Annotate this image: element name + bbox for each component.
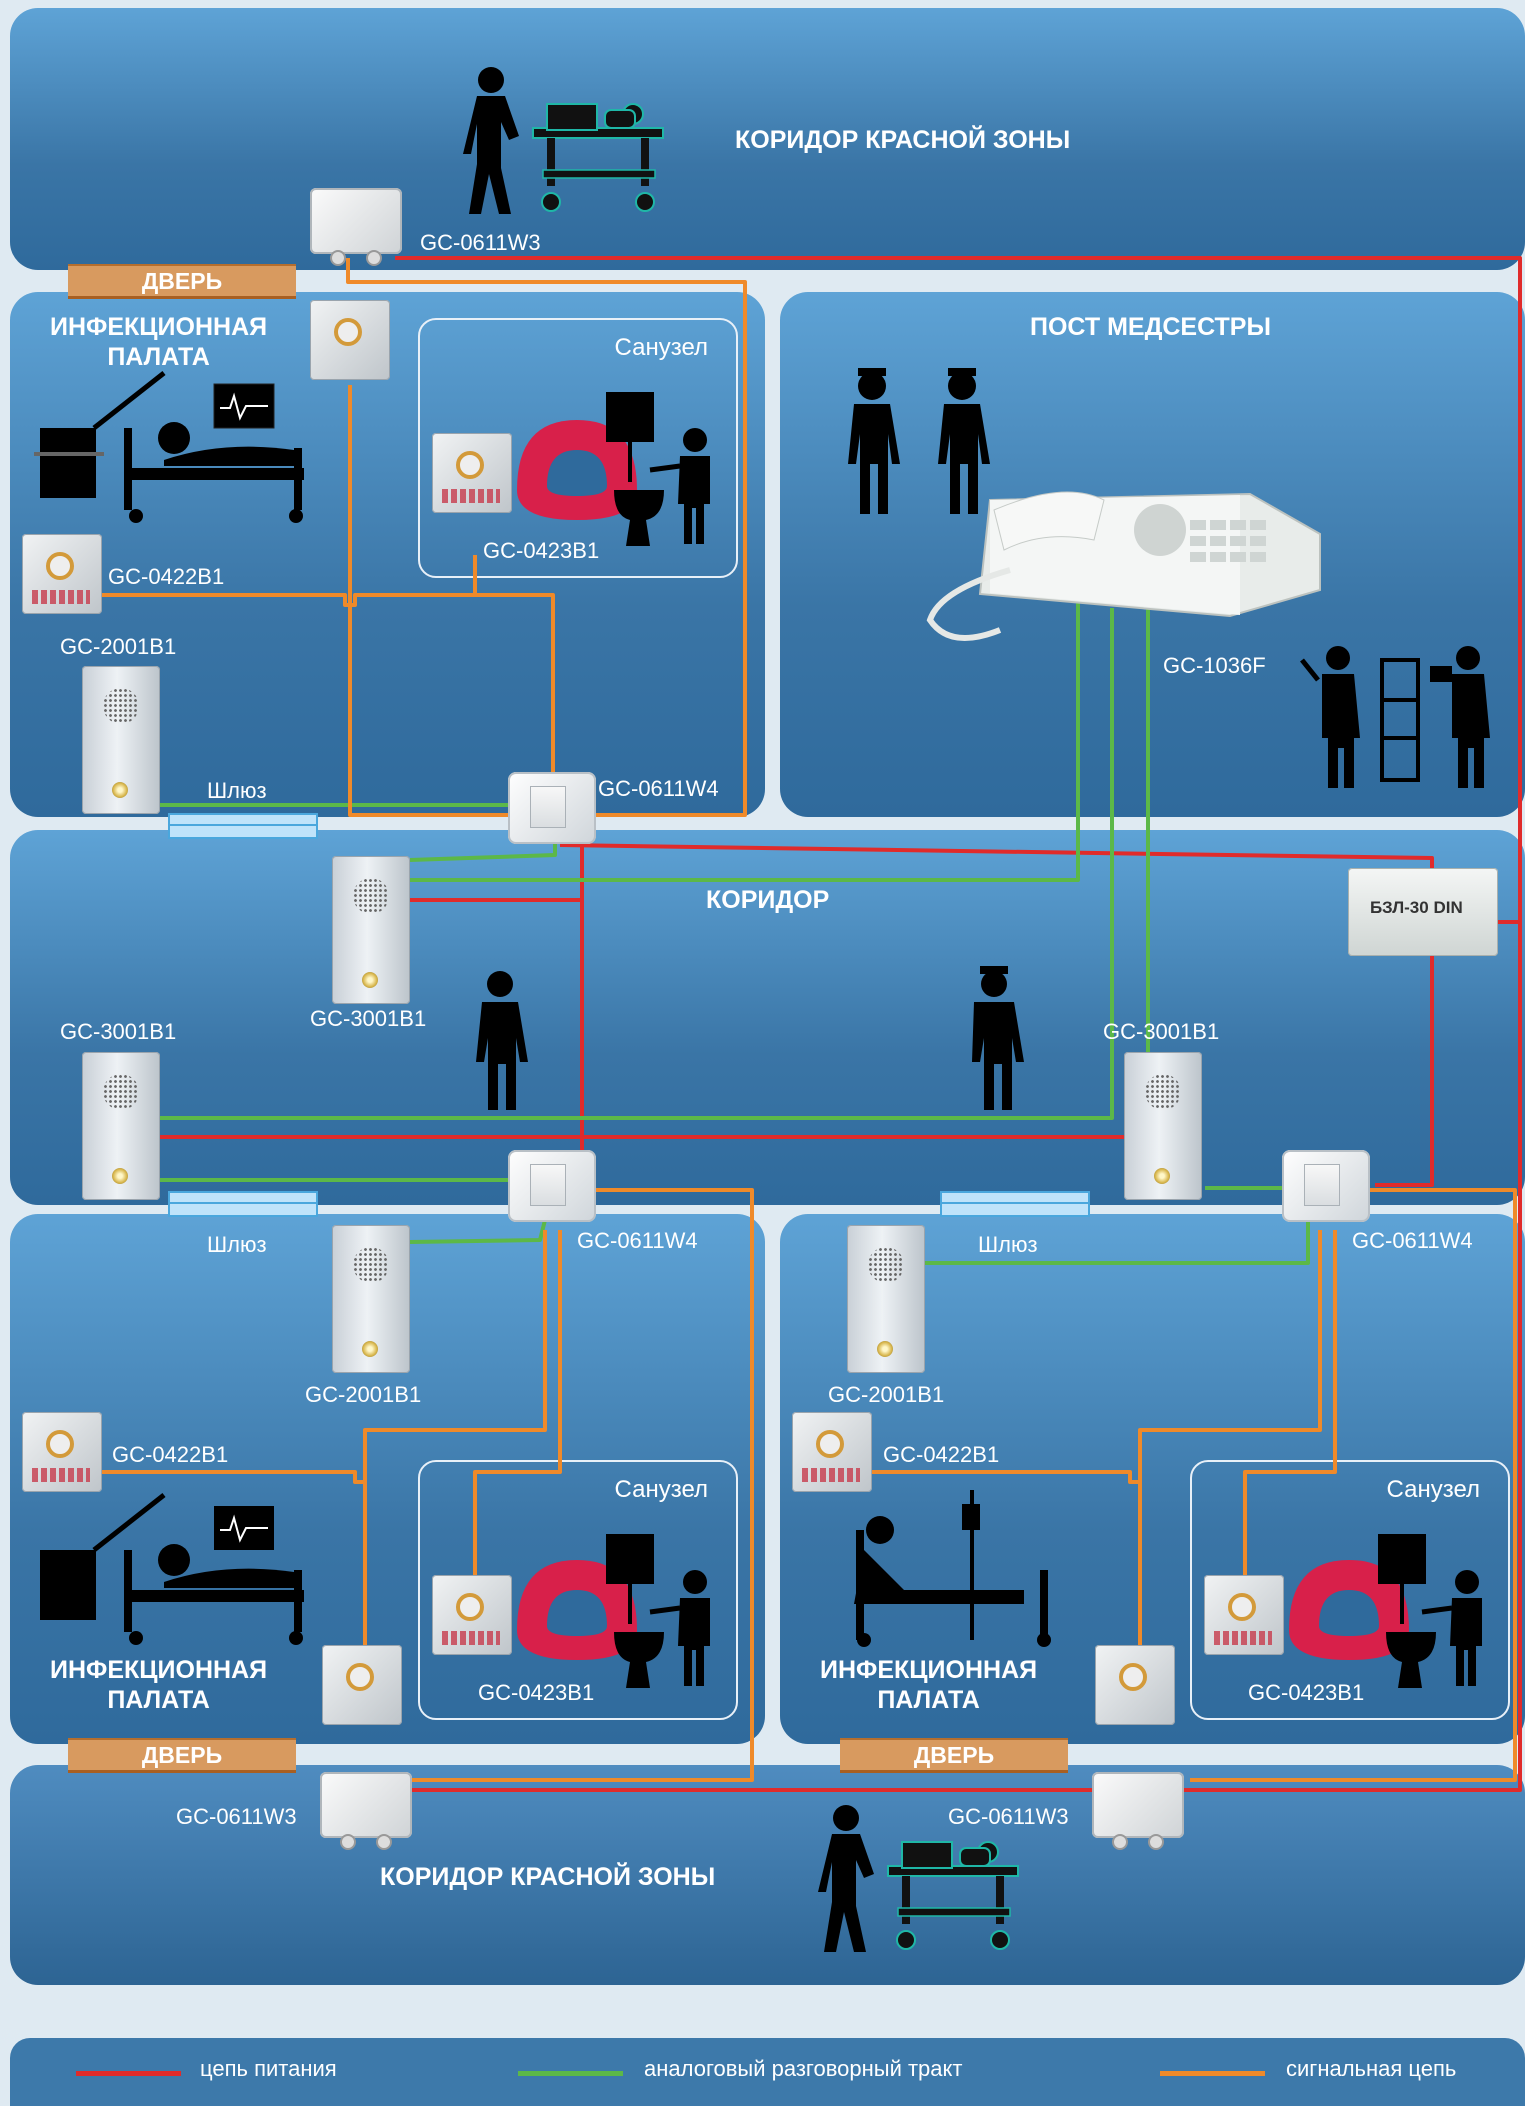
call-button-0422-bottom-left[interactable] [22, 1412, 102, 1492]
door-top: ДВЕРЬ [68, 264, 296, 299]
device-label: GC-3001B1 [310, 1006, 427, 1031]
medical-staff-icon [1300, 646, 1490, 788]
gateway-label: Шлюз [207, 778, 267, 803]
device-label: GC-3001B1 [1103, 1019, 1220, 1044]
ward-title-bottom-left: ИНФЕКЦИОННАЯ ПАЛАТА [50, 1655, 267, 1715]
medical-staff-icon [848, 368, 990, 514]
junction-box-w4-top [508, 772, 596, 844]
ward-title-line: ПАЛАТА [877, 1686, 980, 1714]
device-label: GC-0423B1 [1248, 1680, 1365, 1705]
ward-title-line: ПАЛАТА [107, 1686, 210, 1714]
reset-button-panel[interactable] [322, 1645, 402, 1725]
gateway-label: Шлюз [207, 1232, 267, 1257]
reset-button-panel[interactable] [310, 300, 390, 380]
junction-box-w3-top [310, 188, 402, 266]
pull-cord-pear-icon [517, 420, 637, 520]
intercom-panel-2001-top[interactable] [82, 666, 160, 814]
power-supply-unit: БЗЛ-30 DIN [1348, 868, 1498, 956]
call-button-0422-top[interactable] [22, 534, 102, 614]
intercom-panel-2001-bottom-right[interactable] [847, 1225, 925, 1373]
medical-staff-icon [972, 966, 1024, 1110]
device-label: GC-0422B1 [883, 1442, 1000, 1467]
device-label: GC-3001B1 [60, 1019, 177, 1044]
reset-button-panel[interactable] [1095, 1645, 1175, 1725]
device-label: GC-0611W3 [176, 1804, 297, 1829]
junction-box-w3-bottom-right [1092, 1772, 1184, 1850]
legend-signal-swatch [1160, 2071, 1265, 2076]
device-label: GC-0611W4 [598, 776, 719, 801]
call-button-0423-bottom-left[interactable] [432, 1575, 512, 1655]
zone-bottom-red-corridor [10, 1765, 1525, 1985]
door-bottom-right: ДВЕРЬ [840, 1738, 1068, 1773]
call-button-0423-top[interactable] [432, 433, 512, 513]
ward-title-line: ПАЛАТА [107, 343, 210, 371]
zone-title-top-corridor: КОРИДОР КРАСНОЙ ЗОНЫ [735, 126, 1071, 154]
bathroom-title: Санузел [614, 1476, 709, 1503]
zone-title-corridor: КОРИДОР [706, 886, 830, 914]
legend-audio-swatch [518, 2071, 623, 2076]
device-label: GC-0611W4 [577, 1228, 698, 1253]
legend-signal-label: сигнальная цепь [1286, 2056, 1457, 2081]
patient-bed-icon [34, 371, 304, 523]
zone-title-nurse-post: ПОСТ МЕДСЕСТРЫ [1030, 313, 1271, 341]
ward-title-line: ИНФЕКЦИОННАЯ [50, 1656, 268, 1684]
zone-top-red-corridor [10, 8, 1525, 270]
gateway-bottom-left [168, 1191, 318, 1217]
stretcher-staff-icon [463, 67, 664, 214]
bathroom-title: Санузел [614, 334, 709, 361]
intercom-station-1036f[interactable] [910, 460, 1330, 670]
patient-bed-icon [854, 1490, 1051, 1647]
device-label: GC-0423B1 [483, 538, 600, 563]
legend: цепь питания аналоговый разговорный трак… [10, 2038, 1525, 2106]
junction-box-w4-bottom-left [508, 1150, 596, 1222]
device-label: GC-2001B1 [828, 1382, 945, 1407]
patient-bed-icon [40, 1493, 304, 1645]
toilet-person-icon [606, 1534, 710, 1688]
legend-power-swatch [76, 2071, 181, 2076]
intercom-panel-2001-bottom-left[interactable] [332, 1225, 410, 1373]
device-label: GC-0611W3 [420, 230, 541, 255]
device-label: GC-0423B1 [478, 1680, 595, 1705]
ward-title-line: ИНФЕКЦИОННАЯ [50, 313, 268, 341]
intercom-panel-3001-center[interactable] [332, 856, 410, 1004]
gateway-top [168, 813, 318, 839]
pull-cord-pear-icon [517, 1560, 637, 1660]
device-label: GC-0611W4 [1352, 1228, 1473, 1253]
gateway-label: Шлюз [978, 1232, 1038, 1257]
gateway-bottom-right [940, 1191, 1090, 1217]
medical-staff-icon [476, 971, 528, 1110]
device-label: GC-0422B1 [108, 564, 225, 589]
device-label: GC-1036F [1163, 653, 1266, 678]
call-button-0423-bottom-right[interactable] [1204, 1575, 1284, 1655]
ward-title-line: ИНФЕКЦИОННАЯ [820, 1656, 1038, 1684]
psu-label: БЗЛ-30 DIN [1370, 898, 1463, 917]
ward-title-top: ИНФЕКЦИОННАЯ ПАЛАТА [50, 312, 267, 372]
toilet-person-icon [1378, 1534, 1482, 1688]
legend-audio-label: аналоговый разговорный тракт [644, 2056, 963, 2081]
call-button-0422-bottom-right[interactable] [792, 1412, 872, 1492]
bathroom-title: Санузел [1386, 1476, 1481, 1503]
device-label: GC-0611W3 [948, 1804, 1069, 1829]
intercom-panel-3001-right[interactable] [1124, 1052, 1202, 1200]
device-label: GC-0422B1 [112, 1442, 229, 1467]
device-label: GC-2001B1 [305, 1382, 422, 1407]
toilet-person-icon [606, 392, 710, 546]
junction-box-w3-bottom-left [320, 1772, 412, 1850]
ward-title-bottom-right: ИНФЕКЦИОННАЯ ПАЛАТА [820, 1655, 1037, 1715]
legend-power-label: цепь питания [200, 2056, 337, 2081]
device-label: GC-2001B1 [60, 634, 177, 659]
junction-box-w4-bottom-right [1282, 1150, 1370, 1222]
intercom-panel-3001-left[interactable] [82, 1052, 160, 1200]
zone-title-bottom-corridor: КОРИДОР КРАСНОЙ ЗОНЫ [380, 1863, 716, 1891]
stretcher-staff-icon [818, 1805, 1019, 1952]
pull-cord-pear-icon [1289, 1560, 1409, 1660]
door-bottom-left: ДВЕРЬ [68, 1738, 296, 1773]
